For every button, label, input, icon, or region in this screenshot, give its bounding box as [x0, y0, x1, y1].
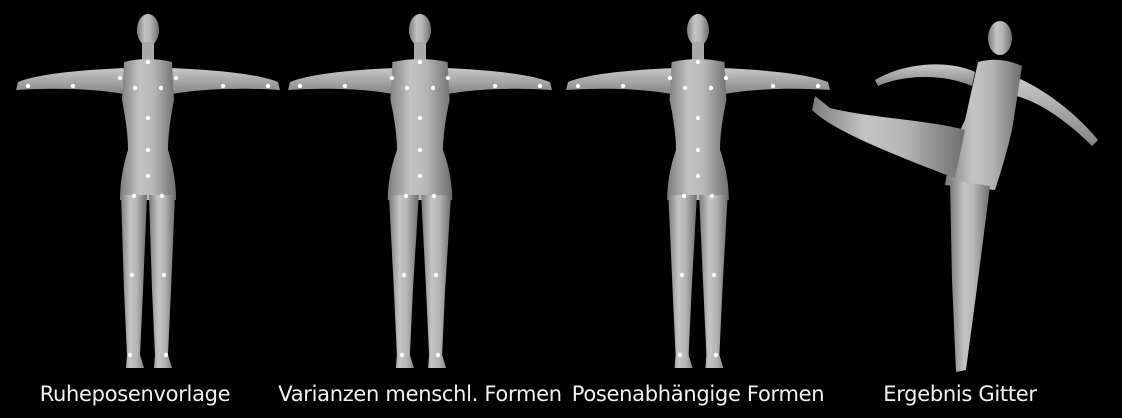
- right-arm: [445, 68, 552, 94]
- left-arm: [566, 68, 674, 94]
- torso: [120, 59, 176, 200]
- joint-marker: [436, 353, 440, 357]
- right-leg: [699, 195, 728, 368]
- torso: [667, 59, 729, 200]
- body-figure-rest: [16, 14, 280, 368]
- joint-marker: [680, 273, 684, 277]
- joint-marker: [538, 84, 542, 88]
- joint-marker: [714, 353, 718, 357]
- joint-marker: [400, 353, 404, 357]
- raised-leg: [812, 96, 965, 178]
- torso: [388, 59, 452, 200]
- joint-marker: [710, 194, 714, 198]
- joint-marker: [576, 84, 580, 88]
- joint-marker: [724, 76, 728, 80]
- body-figure-result: [812, 21, 1098, 372]
- joint-marker: [402, 273, 406, 277]
- joint-marker: [390, 76, 394, 80]
- head: [137, 14, 159, 46]
- joint-marker: [71, 84, 75, 88]
- caption-rest-template: Ruheposenvorlage: [40, 382, 231, 406]
- left-leg: [668, 195, 697, 368]
- joint-marker: [118, 76, 122, 80]
- joint-marker: [26, 84, 30, 88]
- joint-marker: [683, 86, 687, 90]
- head: [409, 14, 431, 46]
- caption-pose-dependent: Posenabhängige Formen: [572, 382, 825, 406]
- joint-marker: [696, 60, 700, 64]
- joint-marker: [771, 84, 775, 88]
- joint-marker: [816, 84, 820, 88]
- joint-marker: [159, 86, 163, 90]
- joint-marker: [128, 353, 132, 357]
- head: [988, 21, 1012, 55]
- joint-marker: [298, 84, 302, 88]
- caption-shape-variance: Varianzen menschl. Formen: [278, 382, 561, 406]
- joint-marker: [434, 273, 438, 277]
- joint-marker: [682, 194, 686, 198]
- right-arm: [170, 68, 280, 94]
- joint-marker: [446, 76, 450, 80]
- joint-marker: [146, 174, 150, 178]
- joint-marker: [712, 273, 716, 277]
- joint-marker: [696, 116, 700, 120]
- body-figure-shape: [288, 14, 552, 368]
- joint-marker: [432, 194, 436, 198]
- joint-marker: [132, 194, 136, 198]
- joint-marker: [162, 273, 166, 277]
- joint-marker: [696, 174, 700, 178]
- joint-marker: [431, 86, 435, 90]
- raised-arm: [875, 64, 975, 86]
- joint-marker: [146, 116, 150, 120]
- joint-marker: [130, 273, 134, 277]
- joint-marker: [709, 86, 713, 90]
- right-leg: [421, 195, 451, 368]
- joint-marker: [418, 148, 422, 152]
- joint-marker: [266, 84, 270, 88]
- joint-marker: [418, 174, 422, 178]
- joint-marker: [146, 148, 150, 152]
- joint-marker: [418, 116, 422, 120]
- neck: [142, 42, 154, 60]
- body-figure-pose: [566, 14, 830, 368]
- joint-marker: [164, 353, 168, 357]
- neck: [692, 42, 704, 60]
- joint-marker: [418, 60, 422, 64]
- joint-marker: [405, 86, 409, 90]
- joint-marker: [174, 76, 178, 80]
- joint-marker: [668, 76, 672, 80]
- joint-marker: [221, 84, 225, 88]
- extended-arm: [1016, 78, 1098, 146]
- right-arm: [722, 68, 830, 94]
- right-leg: [149, 195, 175, 368]
- joint-marker: [133, 86, 137, 90]
- joint-marker: [160, 194, 164, 198]
- left-leg: [389, 195, 419, 368]
- left-arm: [16, 68, 126, 94]
- neck: [414, 42, 426, 60]
- joint-marker: [404, 194, 408, 198]
- joint-marker: [343, 84, 347, 88]
- joint-marker: [621, 84, 625, 88]
- joint-marker: [146, 60, 150, 64]
- head: [687, 14, 709, 46]
- standing-leg: [950, 180, 990, 372]
- joint-marker: [493, 84, 497, 88]
- left-arm: [288, 68, 395, 94]
- left-leg: [121, 195, 147, 368]
- joint-marker: [696, 148, 700, 152]
- caption-result-mesh: Ergebnis Gitter: [883, 382, 1037, 406]
- joint-marker: [678, 353, 682, 357]
